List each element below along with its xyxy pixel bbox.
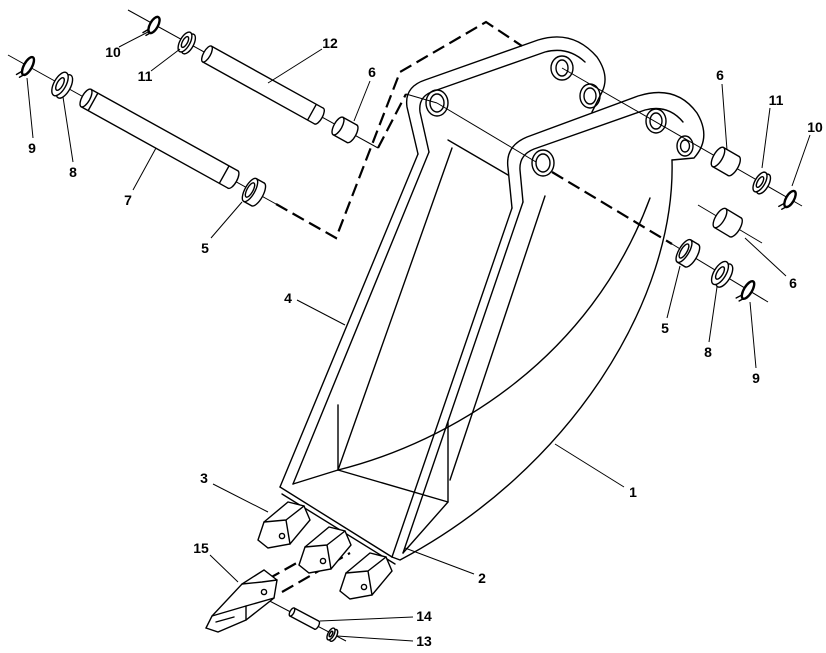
callout-label-bushing-lower-right: 6 xyxy=(789,275,797,291)
callout-label-washer-lower-right: 8 xyxy=(704,344,712,360)
pin-upper xyxy=(200,45,325,125)
callout-label-spacer-lower-right: 5 xyxy=(661,320,669,336)
tooth-adapter-2 xyxy=(298,526,352,574)
rear-bracket-lower-hole xyxy=(425,89,449,117)
callout-label-washer-upper-left: 11 xyxy=(138,68,153,84)
callout-label-washer-lower-left: 8 xyxy=(69,164,77,180)
circlip-lower-left xyxy=(15,55,36,78)
callout-labels: 10 11 12 6 9 8 7 5 4 3 15 14 13 2 1 6 11… xyxy=(28,35,823,649)
bushing-lower-right xyxy=(712,207,743,238)
left-side-wear-strip xyxy=(279,147,453,488)
callout-label-bushing-upper-right: 6 xyxy=(716,67,724,83)
bucket-side-plate xyxy=(337,159,673,561)
lower-pin-axis-inner xyxy=(436,102,537,163)
bushing-upper-right xyxy=(710,146,742,177)
washer-lower-left xyxy=(51,71,74,99)
callout-label-tooth-retainer: 13 xyxy=(416,633,432,649)
front-mounting-bracket xyxy=(506,91,705,209)
callout-label-left-wear-strip: 4 xyxy=(284,290,292,306)
callout-label-pin-upper: 12 xyxy=(322,35,338,51)
spacer-ring-lower-right xyxy=(675,238,701,268)
callout-label-tooth-adapter: 3 xyxy=(200,470,208,486)
bucket-body xyxy=(257,36,705,600)
spacer-ring-lower-left xyxy=(241,177,267,207)
callout-label-bucket-tooth: 15 xyxy=(193,540,209,556)
rear-bracket-boss-hole xyxy=(579,83,601,109)
washer-upper-left xyxy=(177,31,197,55)
bushing-upper-left xyxy=(331,116,359,144)
washer-lower-right xyxy=(710,260,734,288)
callout-label-bucket-body: 1 xyxy=(629,484,637,500)
tooth-pin xyxy=(288,607,321,630)
callout-label-circlip-upper-left: 10 xyxy=(105,44,121,60)
tooth-route-upper xyxy=(267,559,303,580)
callout-label-bushing-upper-left: 6 xyxy=(368,64,376,80)
circlip-upper-right xyxy=(778,189,797,210)
upper-left-pin-route xyxy=(377,93,407,149)
rear-mounting-bracket xyxy=(405,36,606,176)
tooth-adapter-3 xyxy=(339,552,393,600)
lower-left-pin-route xyxy=(275,20,523,240)
callout-label-spacer-lower-left: 5 xyxy=(201,240,209,256)
front-bracket-lower-hole xyxy=(531,149,555,177)
callout-label-right-wear-strip: 2 xyxy=(478,570,486,586)
callout-label-circlip-lower-right: 9 xyxy=(752,370,760,386)
callout-label-pin-lower: 7 xyxy=(124,192,132,208)
washer-upper-right xyxy=(752,171,772,195)
callout-leader-lines xyxy=(26,30,811,642)
tooth-retainer xyxy=(326,627,339,643)
upper-left-pin-axis-to-hole xyxy=(405,93,438,104)
pin-lower xyxy=(79,88,240,190)
lower-pin-axis-hidden xyxy=(551,171,673,245)
bucket-tooth xyxy=(205,569,278,633)
tooth-adapter-1 xyxy=(257,501,311,549)
circlip-lower-right xyxy=(735,279,756,302)
callout-label-washer-upper-right: 11 xyxy=(769,92,784,108)
callout-label-circlip-upper-right: 10 xyxy=(807,119,823,135)
rear-bracket-upper-hole xyxy=(550,55,574,81)
front-bracket-upper-hole xyxy=(645,108,667,134)
callout-label-tooth-pin: 14 xyxy=(416,608,432,624)
circlip-upper-left xyxy=(142,15,161,37)
front-bracket-boss-hole xyxy=(676,135,694,157)
callout-label-circlip-lower-left: 9 xyxy=(28,140,36,156)
